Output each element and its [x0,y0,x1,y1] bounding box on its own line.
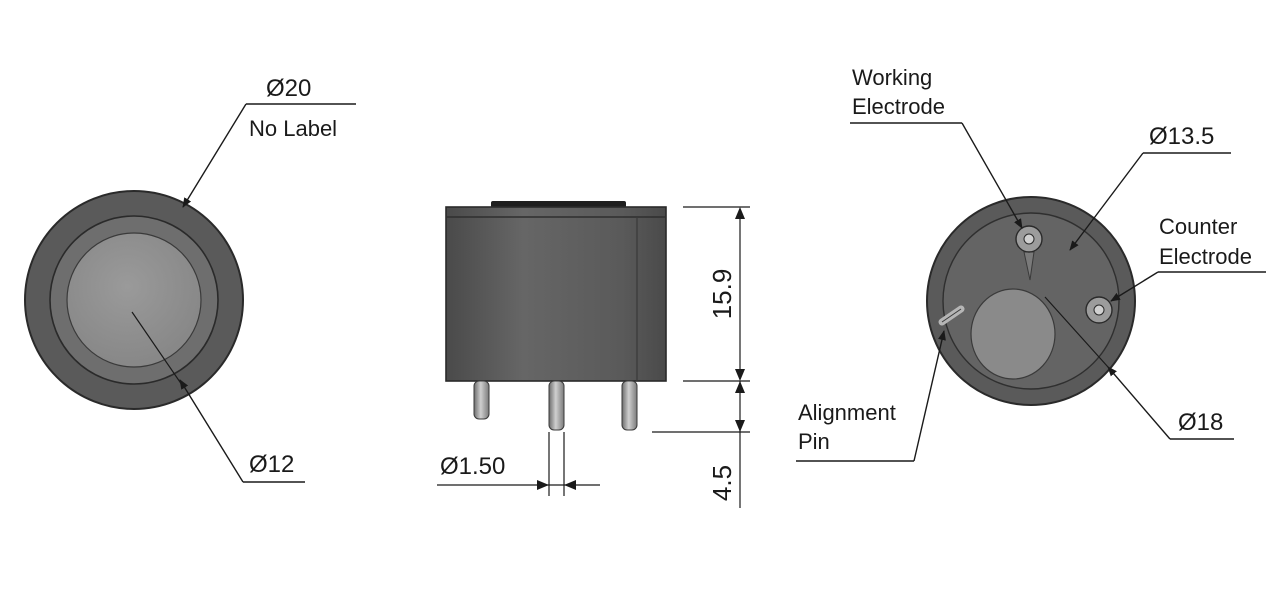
side-view-pin-left [473,380,490,420]
top-view: Ø20 No Label Ø12 [24,75,356,483]
alignment-pin-label-2: Pin [798,429,830,454]
pin-length-label: 4.5 [707,465,737,501]
bottom-view: Working Electrode Ø13.5 Counter Electrod… [796,65,1266,462]
outer-diameter-leader [182,103,247,208]
alignment-pin-outline [941,308,962,323]
label-note: No Label [249,116,337,141]
alignment-pin-label-1: Alignment [798,400,896,425]
working-electrode-leader [961,122,1023,229]
outer-diameter-label: Ø20 [266,75,311,102]
height-label: 15.9 [707,269,737,320]
pin-circle-diameter-leader [1069,152,1144,251]
side-view-pin-middle [548,380,565,431]
working-electrode-pin-tip [1023,233,1035,245]
counter-electrode-pin-tip [1093,304,1105,316]
working-electrode-label-1: Working [852,65,932,90]
pin-length-arrow-bottom [735,420,745,432]
pin-diameter-arrow-right [564,480,576,490]
working-electrode-label-2: Electrode [852,94,945,119]
top-view-face [66,232,202,368]
pin-diameter-label: Ø1.50 [440,453,505,480]
side-view-body [445,206,667,382]
side-view: 15.9 4.5 Ø1.50 [437,201,750,508]
counter-electrode-label-2: Electrode [1159,244,1252,269]
pin-circle-diameter-label: Ø13.5 [1149,123,1214,150]
bottom-view-reference-electrode [970,288,1056,380]
height-arrow-bottom [735,369,745,381]
inner-diameter-leader-a [131,311,183,386]
height-arrow-top [735,207,745,219]
counter-electrode-leader [1110,271,1159,302]
alignment-pin-leader [913,330,946,462]
side-view-pin-right [621,380,638,431]
counter-electrode-label-1: Counter [1159,214,1237,239]
body-diameter-leader [1107,366,1171,440]
pin-diameter-arrow-left [537,480,549,490]
body-diameter-label: Ø18 [1178,409,1223,436]
inner-diameter-label: Ø12 [249,451,294,478]
body-diameter-inner-line [1044,296,1109,368]
inner-diameter-leader [179,379,244,483]
pin-length-arrow-top [735,381,745,393]
